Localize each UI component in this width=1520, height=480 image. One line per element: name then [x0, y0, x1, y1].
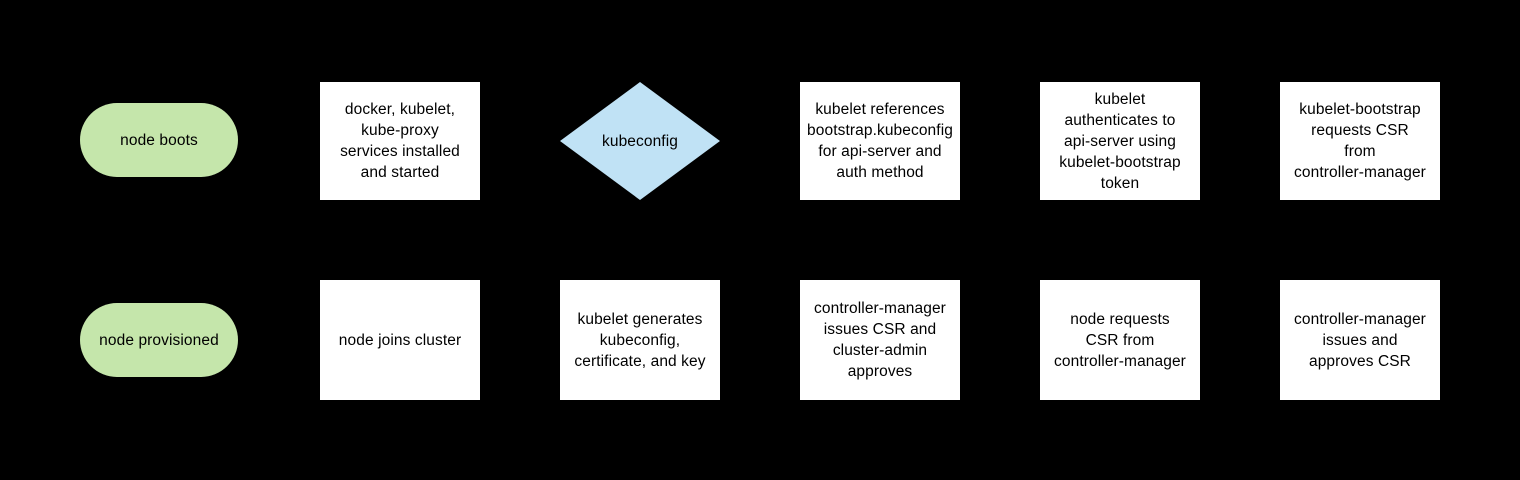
node-label: kubelet references bootstrap.kubeconfig …	[807, 101, 953, 181]
node-label: node provisioned	[99, 331, 219, 349]
node-controller-manager-approves-csr[interactable]: controller-manager issues and approves C…	[1280, 280, 1440, 400]
node-label: controller-manager issues CSR and cluste…	[814, 300, 946, 380]
node-kubelet-bootstrap-requests-csr[interactable]: kubelet-bootstrap requests CSR from cont…	[1280, 82, 1440, 200]
node-controller-manager-issues-csr[interactable]: controller-manager issues CSR and cluste…	[800, 280, 960, 400]
node-node-requests-csr[interactable]: node requests CSR from controller-manage…	[1040, 280, 1200, 400]
node-label: kubelet authenticates to api-server usin…	[1059, 90, 1181, 192]
node-kubelet-references-bootstrap-kubeconfig[interactable]: kubelet references bootstrap.kubeconfig …	[800, 82, 960, 200]
node-label: docker, kubelet, kube-proxy services ins…	[340, 101, 460, 181]
node-label: kubelet generates kubeconfig, certificat…	[574, 310, 706, 370]
node-node-provisioned[interactable]: node provisioned	[80, 303, 238, 377]
node-kubelet-generates-kubeconfig[interactable]: kubelet generates kubeconfig, certificat…	[560, 280, 720, 400]
node-label: kubelet-bootstrap requests CSR from cont…	[1294, 101, 1426, 181]
node-label: controller-manager issues and approves C…	[1294, 310, 1426, 370]
node-label: node joins cluster	[338, 331, 462, 349]
node-label: node requests CSR from controller-manage…	[1054, 310, 1186, 370]
node-label: kubeconfig	[602, 132, 678, 150]
node-kubeconfig-decision[interactable]: kubeconfig	[560, 82, 720, 200]
node-node-boots[interactable]: node boots	[80, 103, 238, 177]
node-node-joins-cluster[interactable]: node joins cluster	[320, 280, 480, 400]
node-label: node boots	[120, 131, 198, 149]
node-kubelet-authenticates-to-api-server[interactable]: kubelet authenticates to api-server usin…	[1040, 82, 1200, 200]
node-services-installed[interactable]: docker, kubelet, kube-proxy services ins…	[320, 82, 480, 200]
